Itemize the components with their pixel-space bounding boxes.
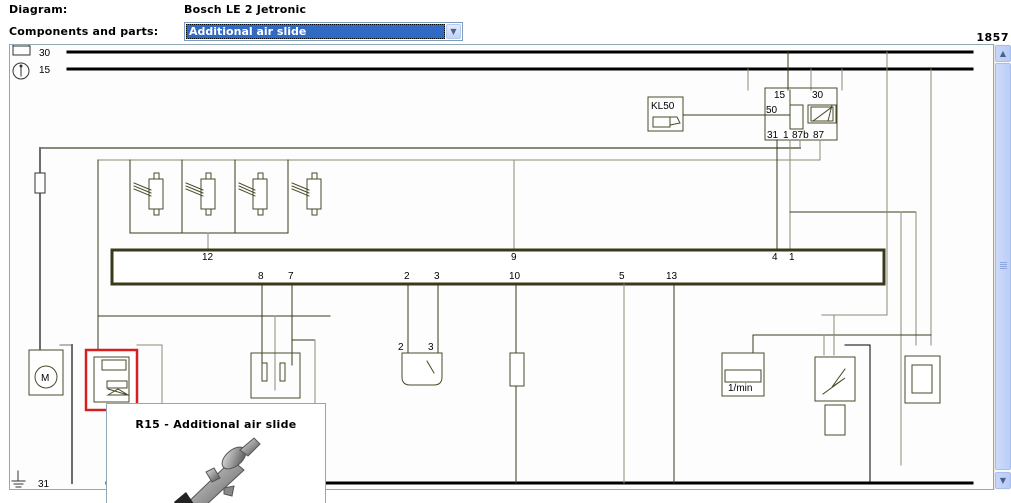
- diagram-name: Bosch LE 2 Jetronic: [184, 3, 307, 16]
- relay-terminal-87b: 87b: [792, 130, 809, 141]
- tachometer: [721, 352, 765, 397]
- components-label: Components and parts:: [9, 25, 159, 38]
- tachometer-label: 1/min: [728, 383, 752, 394]
- ecu-pin-13: 13: [666, 271, 678, 282]
- rail-30-label: 30: [39, 48, 51, 59]
- ecu-pin-9: 9: [511, 252, 517, 263]
- motor-label: M: [41, 373, 49, 384]
- page-counter: 1857: [976, 31, 1009, 44]
- relay-terminal-15: 15: [774, 90, 786, 101]
- injector-1: [133, 172, 164, 216]
- battery-icon: [12, 45, 31, 56]
- grip-icon: [1000, 262, 1007, 270]
- diagram-label: Diagram:: [9, 3, 68, 16]
- scroll-up-button[interactable]: ▲: [995, 45, 1011, 62]
- air-slide-photo: [174, 437, 261, 503]
- switch-pin-2: 2: [398, 342, 404, 353]
- distributor: [904, 355, 941, 404]
- control-unit: [110, 248, 886, 286]
- ecu-pin-4: 4: [772, 252, 778, 263]
- relay-terminal-30: 30: [812, 90, 824, 101]
- fuse: [34, 172, 46, 194]
- vertical-scrollbar[interactable]: ▲ ▼: [994, 44, 1011, 490]
- injector-3: [238, 172, 268, 216]
- component-tooltip: R15 - Additional air slide: [106, 403, 326, 503]
- relay-terminal-1: 1: [783, 130, 789, 141]
- ecu-pin-5: 5: [619, 271, 625, 282]
- ecu-pin-8: 8: [258, 271, 264, 282]
- ecu-pin-2: 2: [404, 271, 410, 282]
- ecu-pin-7: 7: [288, 271, 294, 282]
- ecu-pin-10: 10: [509, 271, 521, 282]
- relay-terminal-31: 31: [767, 130, 779, 141]
- air-flow-meter: [250, 352, 301, 399]
- chevron-down-icon[interactable]: ▼: [446, 24, 461, 39]
- temperature-sensor: [509, 352, 525, 387]
- throttle-switch: [401, 352, 443, 386]
- components-select[interactable]: Additional air slide ▼: [184, 22, 463, 41]
- relay: [764, 87, 838, 141]
- injector-4: [291, 172, 322, 216]
- ecu-pin-3: 3: [434, 271, 440, 282]
- ignition-coil: [814, 356, 856, 402]
- injector-2: [185, 172, 216, 216]
- ecu-pin-1: 1: [789, 252, 795, 263]
- scroll-down-button[interactable]: ▼: [995, 472, 1011, 489]
- relay-terminal-50: 50: [766, 105, 778, 116]
- kl50-label: KL50: [651, 101, 675, 112]
- relay-terminal-87: 87: [813, 130, 825, 141]
- components-select-value: Additional air slide: [186, 24, 445, 39]
- ignition-key-icon: [12, 62, 30, 80]
- rail-15-label: 15: [39, 65, 51, 76]
- tooltip-title: R15 - Additional air slide: [135, 418, 297, 431]
- starter-kl50: [647, 96, 684, 132]
- scroll-thumb[interactable]: [995, 63, 1011, 470]
- ecu-pin-12: 12: [202, 252, 214, 263]
- ground-icon: [11, 470, 26, 488]
- switch-pin-3: 3: [428, 342, 434, 353]
- rail-31-label: 31: [38, 479, 50, 490]
